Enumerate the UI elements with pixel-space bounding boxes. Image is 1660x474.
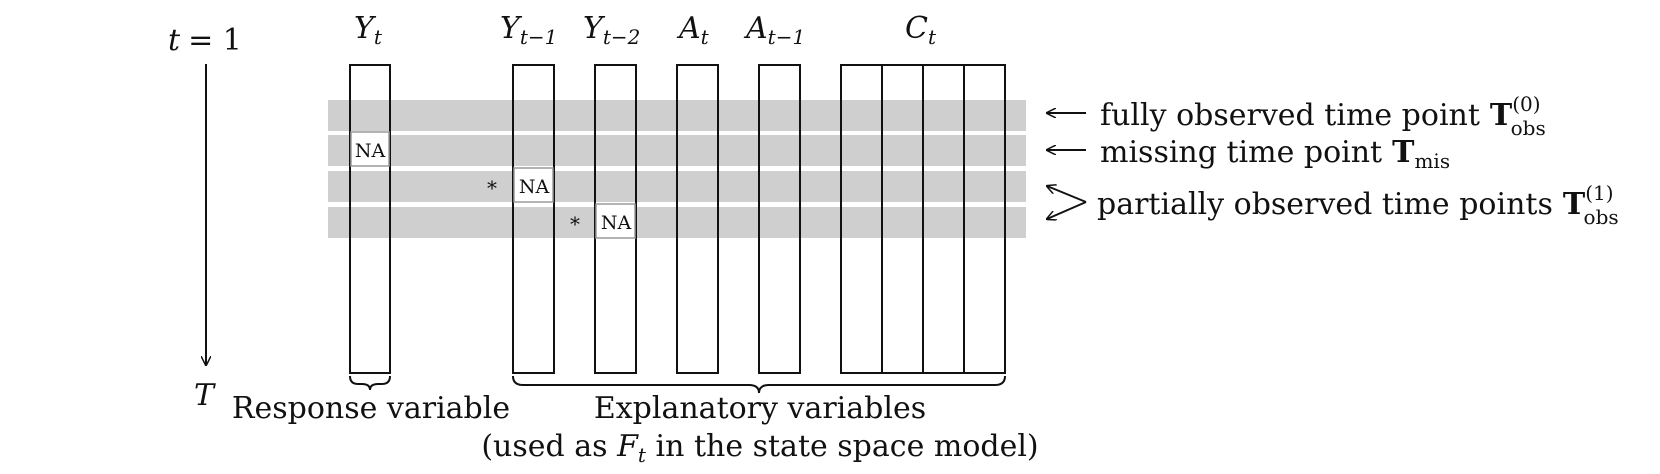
arrow-partial-2 [1047,201,1087,219]
variable-columns [349,64,1006,374]
marker-asterisk-1: * [487,176,497,200]
na-label-y-t-1: NA [519,176,550,198]
label-response-variable: Response variable [232,391,510,426]
na-label-y-t: NA [355,140,386,162]
brace-explanatory [512,375,1006,394]
header-a-t: At [676,11,710,49]
label-explanatory-variables: Explanatory variables [594,391,926,426]
header-a-t-1: At−1 [743,11,805,49]
time-start-var: t [168,23,181,58]
na-label-y-t-2: NA [601,212,632,234]
time-end-label: T [194,378,216,413]
arrow-partial-1 [1047,186,1087,203]
na-cell-y-t: NA [350,131,390,167]
header-y-t-2: Yt−2 [583,11,640,49]
na-cells: NA NA NA * * [350,131,636,239]
header-c-t: Ct [905,11,937,49]
column-y-t-1 [512,64,555,374]
column-a-t [676,64,719,374]
group-labels: Response variable Explanatory variables … [232,375,1039,467]
na-cell-y-t-1: NA [513,167,554,203]
time-start-eq: = 1 [188,23,242,58]
na-cell-y-t-2: NA [595,203,636,239]
column-y-t [349,64,391,374]
marker-asterisk-2: * [570,212,580,236]
svg-text:t= 1: t= 1 [168,23,242,58]
label-explanatory-note: (used as Ft in the state space model) [481,429,1038,467]
column-a-t-1 [758,64,801,374]
column-headers: Yt Yt−1 Yt−2 At At−1 Ct [354,11,937,49]
header-y-t: Yt [354,11,383,49]
brace-response [349,375,391,391]
column-y-t-2 [594,64,637,374]
time-axis: t= 1 T [168,23,242,413]
header-y-t-1: Yt−1 [500,11,557,49]
